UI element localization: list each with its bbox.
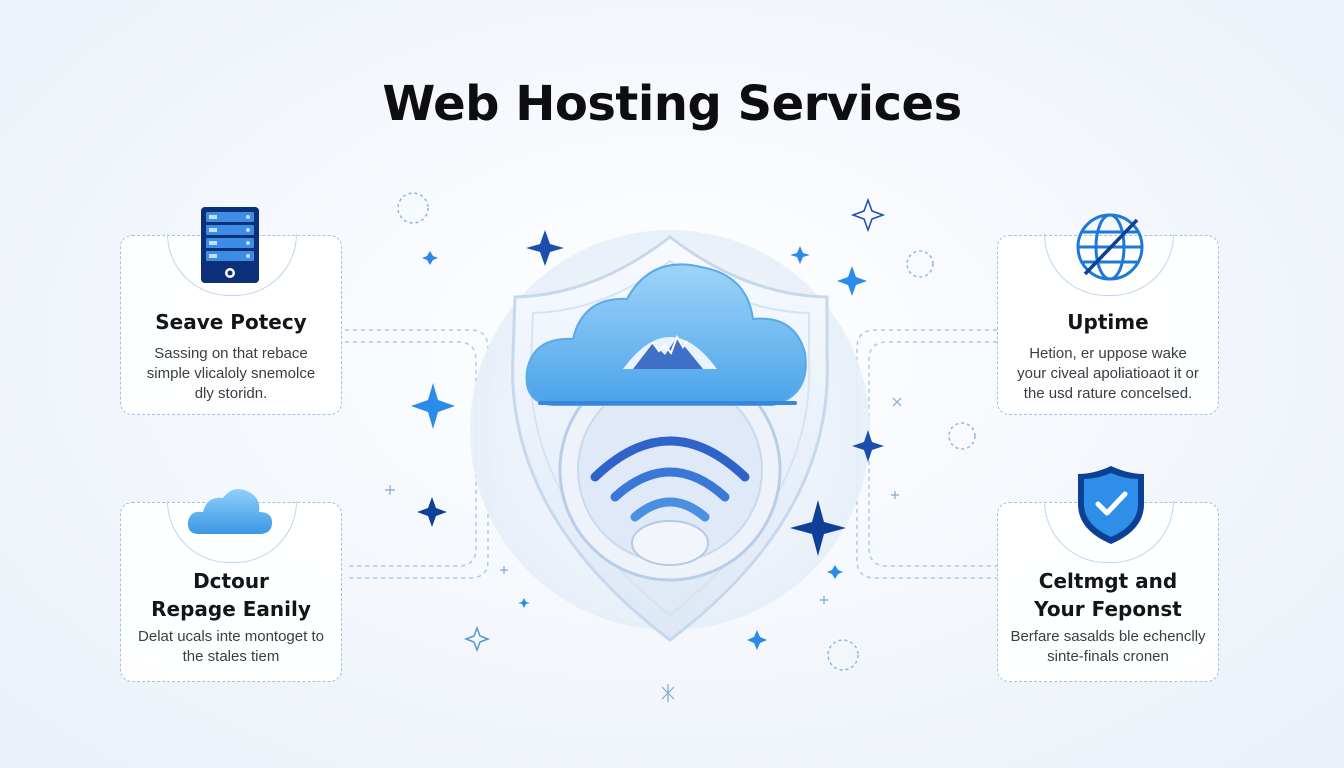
card-description: Sassing on that rebace simple vlicaloly … xyxy=(129,344,333,404)
card-description: Berfare sasalds ble echenclly sinte-fina… xyxy=(1006,627,1210,667)
card-desc-line: simple vlicaloly snemolce xyxy=(146,365,316,382)
card-desc-line: Delat ucals inte montoget to xyxy=(138,628,324,645)
card-desc-line: the stales tiem xyxy=(182,648,280,665)
page-title: Web Hosting Services xyxy=(382,76,962,132)
card-desc-line: Berfare sasalds ble echenclly xyxy=(1010,628,1206,645)
card-title: Celtmgt and Your Feponst xyxy=(998,567,1218,623)
card-title-line: Your Feponst xyxy=(1034,597,1182,621)
globe-icon xyxy=(1076,213,1144,281)
card-title: Dctour Repage Eanily xyxy=(121,567,341,623)
card-title: Seave Potecy xyxy=(155,310,307,334)
card-desc-line: dly storidn. xyxy=(194,385,268,402)
card-desc-line: Sassing on that rebace xyxy=(154,345,308,362)
card-title-line: Dctour xyxy=(193,569,269,593)
card-desc-line: your civeal apoliatioaot it or xyxy=(1017,365,1199,382)
card-title: Uptime xyxy=(1067,310,1149,334)
card-desc-line: sinte-finals cronen xyxy=(1047,648,1169,665)
card-uptime: Uptime Hetion, er uppose wake your civea… xyxy=(997,234,1219,415)
server-rack-icon xyxy=(201,207,259,283)
card-title-line: Repage Eanily xyxy=(151,597,311,621)
card-desc-line: the usd rature concelsed. xyxy=(1023,385,1193,402)
card-title-line: Celtmgt and xyxy=(1038,569,1178,593)
card-description: Hetion, er uppose wake your civeal apoli… xyxy=(1006,344,1210,404)
card-description: Delat ucals inte montoget to the stales … xyxy=(129,627,333,667)
cloud-shield-wifi-icon xyxy=(470,230,870,642)
shield-check-icon xyxy=(1078,466,1144,544)
card-desc-line: Hetion, er uppose wake xyxy=(1029,345,1187,362)
cloud-icon xyxy=(187,489,273,534)
